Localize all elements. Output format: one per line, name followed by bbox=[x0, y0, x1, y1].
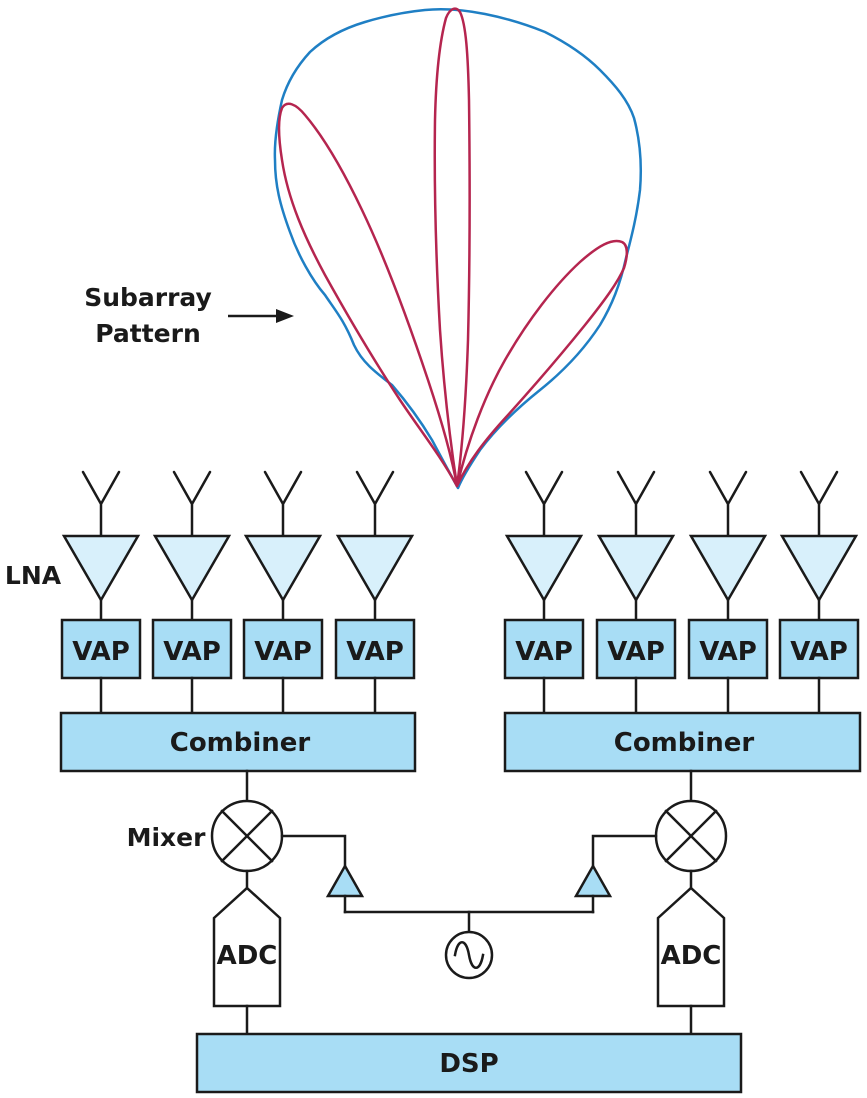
lna-amplifier bbox=[335, 534, 415, 603]
channel: VAP bbox=[151, 470, 233, 715]
vap-block bbox=[60, 618, 142, 680]
vap-label: VAP bbox=[790, 637, 848, 667]
local-oscillator-icon bbox=[444, 930, 494, 980]
adc-label: ADC bbox=[217, 941, 278, 971]
channel: VAP bbox=[687, 470, 769, 715]
antenna-icon bbox=[355, 470, 395, 538]
lna-amplifier bbox=[61, 534, 141, 603]
combiner-label: Combiner bbox=[170, 728, 311, 758]
vap-label: VAP bbox=[607, 637, 665, 667]
vap-label: VAP bbox=[346, 637, 404, 667]
antenna-icon bbox=[263, 470, 303, 538]
antenna-icon bbox=[81, 470, 121, 538]
mixer-symbol bbox=[654, 799, 728, 873]
pointer-arrow bbox=[228, 309, 294, 323]
lna-amplifier bbox=[504, 534, 584, 603]
channel: VAP bbox=[778, 470, 860, 715]
combiner-block bbox=[503, 711, 862, 773]
channel: VAP bbox=[60, 470, 142, 715]
beam-lobe-right bbox=[455, 239, 628, 488]
adc-label: ADC bbox=[661, 941, 722, 971]
beam-lobe-center bbox=[433, 7, 471, 488]
antenna-icon bbox=[708, 470, 748, 538]
channel: VAP bbox=[334, 470, 416, 715]
channel: VAP bbox=[595, 470, 677, 715]
vap-label: VAP bbox=[72, 637, 130, 667]
mixer-symbol bbox=[210, 799, 284, 873]
lo-buffer-left bbox=[325, 863, 365, 898]
channel: VAP bbox=[242, 470, 324, 715]
lna-amplifier bbox=[779, 534, 859, 603]
subarray-pattern-label-line2: Pattern bbox=[95, 319, 201, 348]
antenna-icon bbox=[172, 470, 212, 538]
lna-amplifier bbox=[152, 534, 232, 603]
vap-block bbox=[778, 618, 860, 680]
vap-label: VAP bbox=[254, 637, 312, 667]
combiner-block bbox=[59, 711, 417, 773]
vap-label: VAP bbox=[515, 637, 573, 667]
radiation-pattern bbox=[273, 7, 642, 490]
lna-label: LNA bbox=[5, 561, 62, 590]
lna-amplifier bbox=[596, 534, 676, 603]
beam-lobe-left bbox=[277, 102, 459, 488]
antenna-icon bbox=[616, 470, 656, 538]
dsp-label: DSP bbox=[439, 1049, 498, 1079]
lo-distribution bbox=[280, 834, 658, 980]
vap-label: VAP bbox=[163, 637, 221, 667]
subarray-envelope bbox=[273, 7, 642, 490]
antenna-icon bbox=[799, 470, 839, 538]
subarray-pattern-label-line1: Subarray bbox=[84, 283, 212, 312]
lna-amplifier bbox=[243, 534, 323, 603]
lna-amplifier bbox=[688, 534, 768, 603]
lo-buffer-right bbox=[573, 863, 613, 898]
channel: VAP bbox=[503, 470, 585, 715]
antenna-icon bbox=[524, 470, 564, 538]
vap-label: VAP bbox=[699, 637, 757, 667]
combiner-label: Combiner bbox=[614, 728, 755, 758]
vap-block bbox=[242, 618, 324, 680]
right-bank: VAP VAP VAP VAP bbox=[503, 470, 862, 1036]
left-bank: VAP VAP VAP VAP bbox=[59, 470, 417, 1036]
beam-lobes bbox=[277, 7, 628, 488]
vap-block bbox=[503, 618, 585, 680]
mixer-label: Mixer bbox=[127, 823, 207, 852]
dsp-block bbox=[195, 1032, 743, 1094]
